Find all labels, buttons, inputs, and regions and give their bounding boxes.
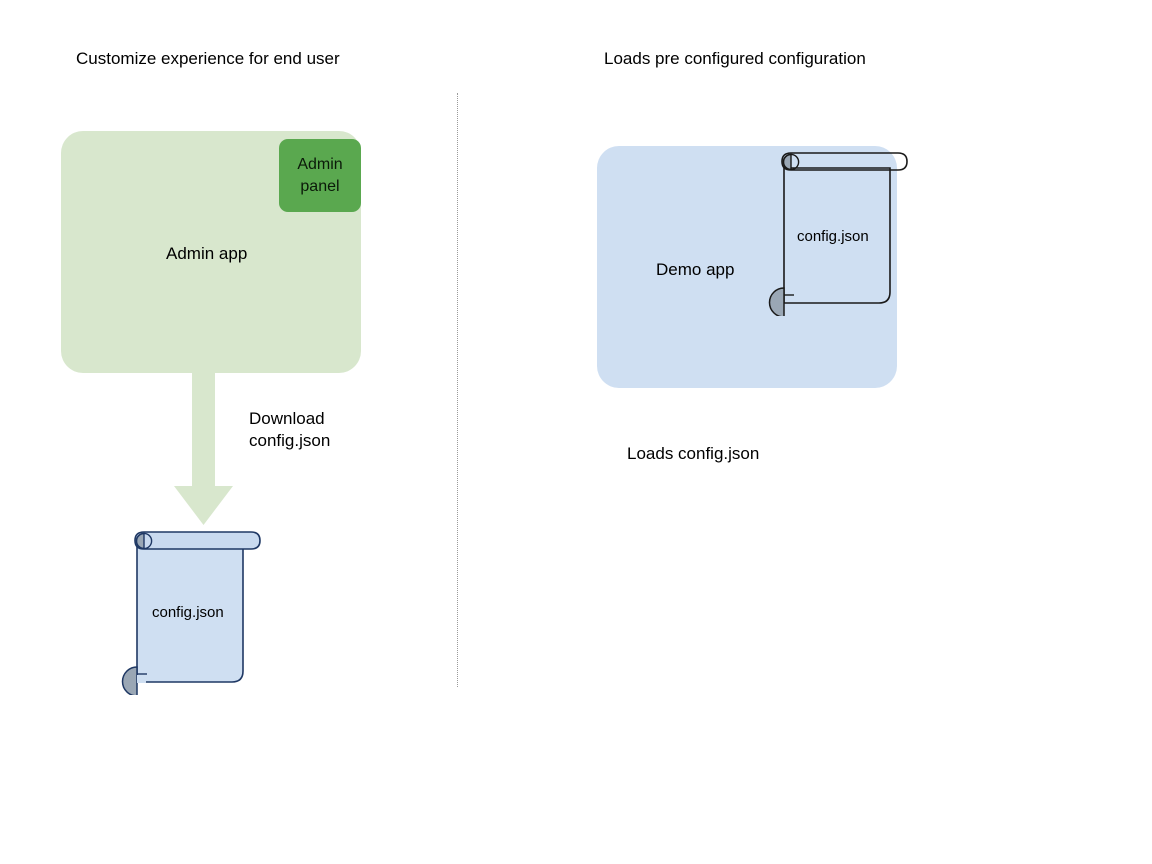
right-section-caption: Loads pre configured configuration [604,49,866,68]
demo-app-container [597,146,897,388]
section-divider [457,93,458,687]
download-arrow-label: Download config.json [249,408,330,452]
config-json-document-left [121,531,261,695]
admin-panel-line2: panel [300,177,340,195]
config-json-label-right: config.json [797,228,869,245]
download-arrow-label-line1: Download [249,409,325,428]
config-json-label-left: config.json [152,604,224,621]
loads-config-caption: Loads config.json [627,444,760,463]
demo-app-label: Demo app [656,260,735,279]
left-section-caption: Customize experience for end user [76,49,340,68]
arrow-down-icon [174,368,233,525]
admin-panel-text: Admin panel [297,154,342,198]
config-json-document-right [768,152,908,316]
admin-panel-line1: Admin [297,155,343,173]
download-arrow-label-line2: config.json [249,431,331,450]
admin-app-label: Admin app [166,244,248,263]
admin-panel-chip[interactable]: Admin panel [279,139,361,212]
